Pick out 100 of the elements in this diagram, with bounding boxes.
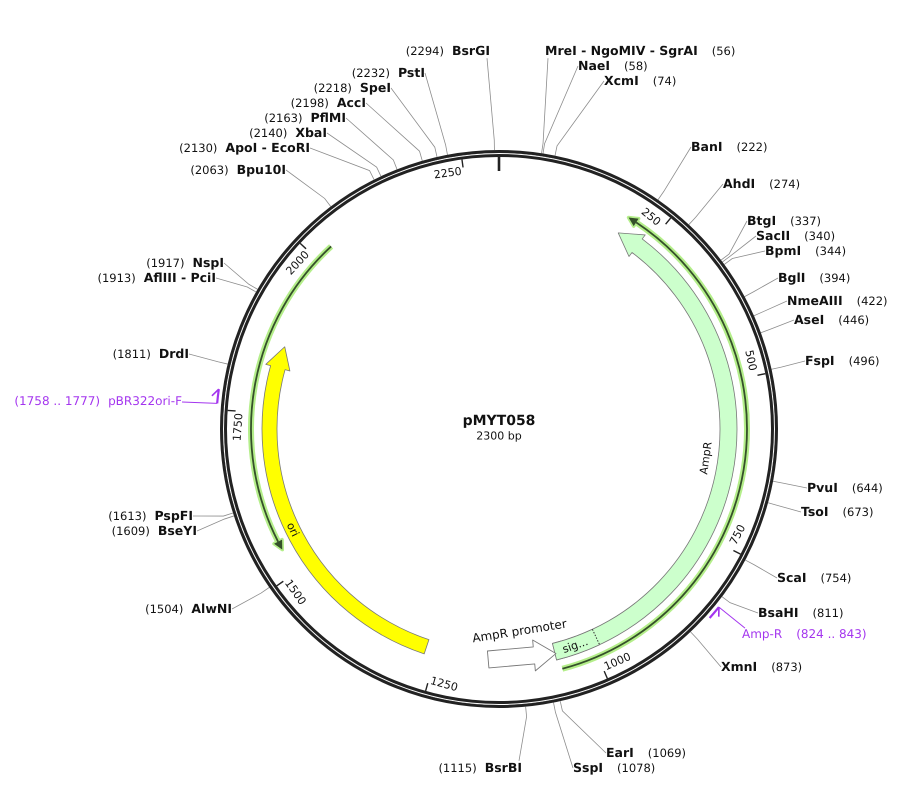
enzyme-name: PspFI: [154, 508, 193, 524]
leader-line: [286, 170, 332, 207]
leader-line: [486, 58, 495, 150]
site-position: (811): [812, 606, 844, 620]
enzyme-name: NmeAIII: [787, 294, 843, 308]
site-position: (274): [769, 178, 800, 192]
primer-name: pBR322ori-F: [108, 395, 182, 409]
leader-line: [182, 402, 218, 404]
site-position: (1115): [438, 762, 477, 776]
enzyme-name: PflMI: [310, 110, 346, 126]
site-position: (1613): [108, 510, 146, 524]
leader-line: [754, 300, 788, 316]
enzyme-name: AhdI: [723, 176, 756, 192]
tick-label: 1000: [602, 650, 633, 674]
enzyme-name: NspI: [192, 256, 224, 270]
leader-line: [553, 702, 574, 768]
enzyme-name: BsaHI: [758, 606, 799, 620]
feature-label: AmpR: [697, 440, 715, 476]
enzyme-name: DrdI: [158, 346, 189, 362]
site-position: (446): [838, 314, 870, 328]
site-position: (58): [624, 60, 648, 74]
leader-line: [542, 66, 578, 154]
leader-line: [722, 236, 756, 262]
leader-line: [688, 184, 724, 225]
plasmid-size: 2300 bp: [476, 430, 522, 444]
enzyme-name: MreI - NgoMIV - SgrAI: [545, 44, 698, 58]
site-position: (2163): [264, 112, 302, 126]
tick-label: 750: [727, 522, 748, 548]
leader-line: [560, 700, 606, 754]
leader-line: [188, 354, 228, 364]
leader-line: [772, 480, 808, 488]
site-position: (1069): [648, 746, 686, 760]
enzyme-name: FspI: [805, 354, 835, 368]
enzyme-name: BseYI: [158, 524, 197, 538]
enzyme-name: AseI: [794, 312, 824, 328]
site-position: (644): [852, 482, 883, 496]
site-position: (1078): [617, 762, 656, 776]
tick-label: 1250: [428, 674, 460, 694]
enzyme-name: BtgI: [747, 214, 776, 228]
site-position: (1609): [112, 524, 150, 538]
leader-line: [658, 146, 692, 200]
site-position: (422): [856, 294, 888, 308]
site-position: (2130): [179, 142, 218, 156]
leader-line: [310, 148, 374, 180]
site-position: (74): [652, 74, 676, 88]
leader-line: [216, 278, 256, 292]
site-position: (2218): [314, 82, 352, 96]
leader-line: [771, 360, 806, 370]
leader-line: [232, 587, 270, 610]
enzyme-name: TsoI: [801, 504, 829, 520]
enzyme-name: BanI: [691, 140, 723, 154]
leader-line: [326, 132, 382, 177]
enzyme-name: ScaI: [777, 570, 806, 586]
enzyme-name: AlwNI: [191, 602, 232, 616]
site-position: (496): [848, 354, 880, 368]
enzyme-name: EarI: [606, 746, 634, 760]
leader-line: [192, 512, 234, 516]
site-position: (2140): [249, 126, 288, 140]
enzyme-name: XmnI: [721, 660, 758, 674]
feature-label: ori: [284, 520, 302, 539]
leader-line: [541, 58, 548, 154]
site-position: (2198): [290, 96, 329, 110]
site-position: (2063): [190, 164, 229, 178]
enzyme-name: SpeI: [360, 80, 391, 96]
primer-name: Amp-R: [742, 628, 782, 642]
leader-line: [224, 262, 258, 290]
tick-label: 250: [638, 205, 664, 229]
primer-range: (1758 .. 1777): [14, 395, 100, 409]
site-position: (222): [736, 140, 768, 154]
enzyme-name: NaeI: [578, 58, 610, 74]
enzyme-name: ApoI - EcoRI: [225, 140, 310, 156]
site-position: (673): [842, 506, 874, 520]
enzyme-name: PstI: [398, 66, 425, 80]
leader-line: [196, 516, 234, 532]
enzyme-name: AflIII - PciI: [144, 270, 216, 286]
enzyme-name: SacII: [756, 228, 790, 244]
site-position: (754): [820, 572, 852, 586]
leader-line: [724, 250, 766, 265]
leader-line: [346, 118, 398, 170]
site-position: (1913): [97, 272, 136, 286]
tick-label: 500: [742, 348, 760, 372]
leader-line: [518, 706, 527, 762]
tick-label: 2250: [432, 164, 462, 182]
enzyme-name: XbaI: [295, 126, 327, 140]
leader-line: [390, 88, 438, 158]
tick-label: 1750: [230, 412, 246, 442]
enzyme-name: BsrBI: [484, 760, 522, 776]
enzyme-name: BsrGI: [452, 44, 490, 58]
leader-line: [760, 320, 794, 334]
leader-line: [554, 80, 604, 156]
enzyme-name: BglI: [778, 270, 806, 286]
enzyme-name: Bpu10I: [236, 162, 286, 178]
site-position: (1811): [112, 348, 151, 362]
enzyme-name: PvuI: [807, 480, 838, 496]
primer-range: (824 .. 843): [796, 628, 867, 642]
leader-line: [690, 631, 722, 668]
enzyme-name: SspI: [573, 760, 604, 776]
site-position: (56): [712, 44, 736, 58]
site-position: (394): [819, 272, 850, 286]
leader-line: [768, 502, 802, 512]
